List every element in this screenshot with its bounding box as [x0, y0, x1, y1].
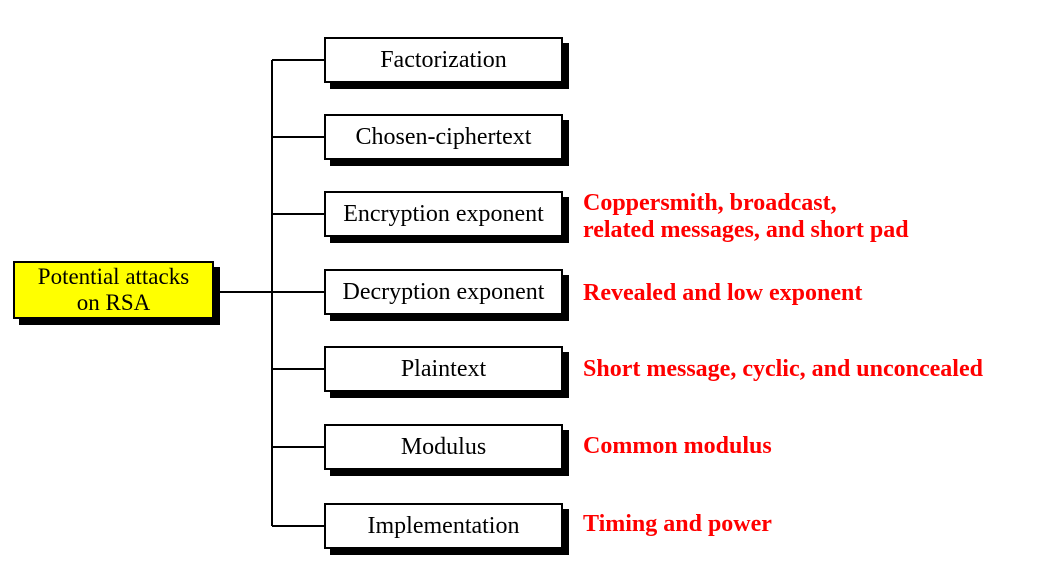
attack-node-factorization: Factorization: [324, 37, 563, 83]
root-label-line1: Potential attacks: [37, 264, 190, 289]
note-line: Timing and power: [583, 511, 772, 537]
root-label-line2: on RSA: [76, 290, 151, 315]
attack-label: Implementation: [367, 512, 520, 539]
note-line: related messages, and short pad: [583, 217, 909, 243]
note-line: Revealed and low exponent: [583, 280, 863, 306]
attack-label: Modulus: [400, 433, 487, 460]
attack-node-modulus: Modulus: [324, 424, 563, 470]
note-plaintext: Short message, cyclic, and unconcealed: [583, 356, 983, 383]
attack-label: Decryption exponent: [342, 278, 545, 305]
root-node-potential-attacks: Potential attacks on RSA: [13, 261, 214, 319]
attack-node-plaintext: Plaintext: [324, 346, 563, 392]
note-implementation: Timing and power: [583, 511, 772, 538]
attack-label: Chosen-ciphertext: [355, 123, 532, 150]
attack-label: Factorization: [380, 46, 507, 73]
attack-node-encryption-exponent: Encryption exponent: [324, 191, 563, 237]
attack-label: Encryption exponent: [343, 200, 544, 227]
attack-label: Plaintext: [400, 355, 487, 382]
note-line: Common modulus: [583, 433, 772, 459]
attack-node-decryption-exponent: Decryption exponent: [324, 269, 563, 315]
attack-node-implementation: Implementation: [324, 503, 563, 549]
note-decryption-exponent: Revealed and low exponent: [583, 280, 862, 307]
note-line: Short message, cyclic, and unconcealed: [583, 356, 983, 382]
note-encryption-exponent: Coppersmith, broadcast, related messages…: [583, 190, 909, 244]
note-modulus: Common modulus: [583, 433, 772, 460]
note-line: Coppersmith, broadcast,: [583, 190, 837, 216]
attack-node-chosen-ciphertext: Chosen-ciphertext: [324, 114, 563, 160]
